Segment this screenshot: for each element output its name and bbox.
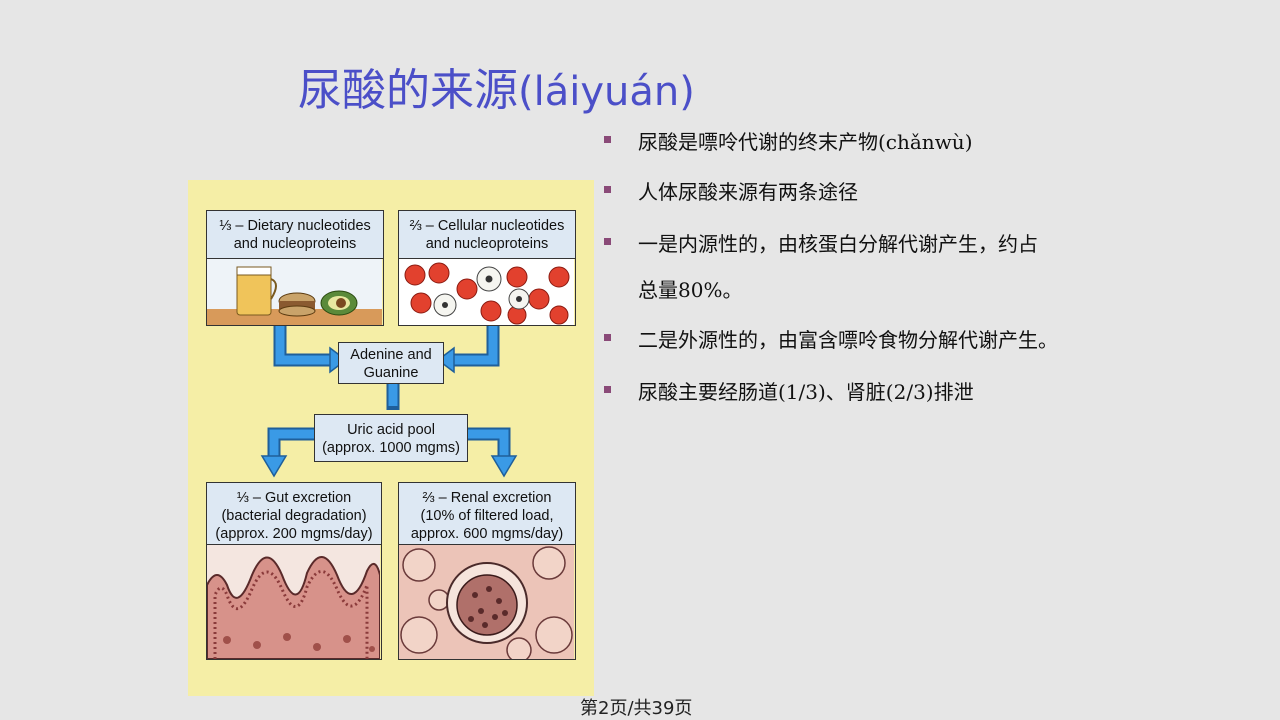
kidney-illustration (399, 545, 574, 659)
page-indicator: 第2页/共39页 (580, 698, 693, 719)
bullet-tail: 。 (722, 278, 743, 302)
bullet-tail: 排泄 (933, 380, 974, 404)
cellular-panel: ⅔ – Cellular nucleotides and nucleoprote… (398, 210, 576, 326)
bullet-roman: (1/3) (778, 380, 826, 404)
bullet-text: 人体尿酸来源有两条途径 (638, 180, 858, 204)
dietary-line: ⅓ – Dietary nucleotides (219, 218, 371, 234)
gut-line: (approx. 200 mgms/day) (215, 526, 373, 542)
bullet-square-icon (604, 186, 611, 193)
bullet-tail: 、肾脏 (825, 380, 886, 404)
dietary-panel: ⅓ – Dietary nucleotides and nucleoprotei… (206, 210, 384, 326)
bullet-text: 总量 (638, 278, 678, 302)
bullet-square-icon (604, 386, 611, 393)
renal-excretion-panel: ⅔ – Renal excretion (10% of filtered loa… (398, 482, 576, 660)
bullet-square-icon (604, 334, 611, 341)
renal-line: approx. 600 mgms/day) (410, 526, 564, 542)
cellular-label: ⅔ – Cellular nucleotides and nucleoprote… (399, 211, 575, 259)
bullet-text: 尿酸是嘌呤代谢的终末产物 (638, 130, 878, 154)
cells-illustration (399, 259, 574, 325)
renal-line: ⅔ – Renal excretion (422, 490, 552, 506)
dietary-label: ⅓ – Dietary nucleotides and nucleoprotei… (207, 211, 383, 259)
bullet-roman: (chǎnwù) (878, 130, 973, 154)
food-illustration (207, 259, 382, 325)
bullet-square-icon (604, 136, 611, 143)
gut-line: ⅓ – Gut excretion (236, 490, 352, 506)
cellular-line: ⅔ – Cellular nucleotides (409, 218, 565, 234)
bases-box: Adenine and Guanine (338, 342, 444, 384)
bases-line: Guanine (363, 365, 419, 381)
gut-label: ⅓ – Gut excretion (bacterial degradation… (207, 483, 381, 545)
title-text: 尿酸的来源 (298, 65, 518, 116)
bullet-roman: (2/3) (885, 380, 934, 404)
uric-acid-source-diagram: ⅓ – Dietary nucleotides and nucleoprotei… (188, 180, 594, 696)
slide-title: 尿酸的来源(láiyuán) (298, 54, 695, 118)
renal-line: (10% of filtered load, (420, 508, 554, 524)
arrows-to-excretion (260, 427, 518, 478)
title-pinyin: (láiyuán) (518, 69, 695, 115)
gut-line: (bacterial degradation) (221, 508, 367, 524)
bullet-text: 一是内源性的，由核蛋白分解代谢产生，约占 (638, 232, 1038, 256)
intestine-illustration (207, 545, 380, 659)
bullet-square-icon (604, 238, 611, 245)
bullet-text: 尿酸主要经肠道 (638, 380, 778, 404)
renal-label: ⅔ – Renal excretion (10% of filtered loa… (399, 483, 575, 545)
pool-line: (approx. 1000 mgms) (322, 440, 460, 456)
dietary-line: and nucleoproteins (233, 236, 357, 252)
uric-acid-pool-box: Uric acid pool (approx. 1000 mgms) (314, 414, 468, 462)
cellular-line: and nucleoproteins (425, 236, 549, 252)
gut-excretion-panel: ⅓ – Gut excretion (bacterial degradation… (206, 482, 382, 660)
bullet-roman: 80% (678, 278, 723, 302)
bullet-text: 二是外源性的，由富含嘌呤食物分解代谢产生。 (638, 328, 1058, 352)
bases-line: Adenine and (350, 347, 432, 363)
pool-line: Uric acid pool (347, 422, 435, 438)
